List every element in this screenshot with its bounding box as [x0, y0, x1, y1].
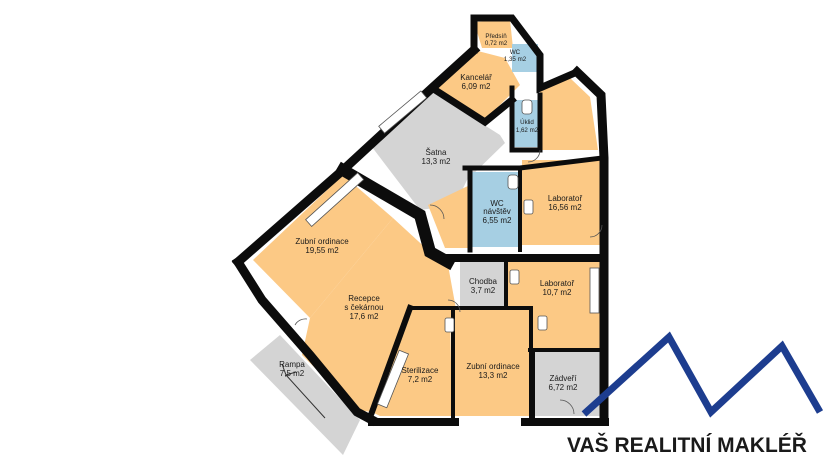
- room-hall-link-fill: [428, 185, 470, 248]
- room-area: 0,72 m2: [485, 40, 508, 47]
- room-zubni-ordinace-1-fill: [253, 175, 393, 318]
- room-laborator-1-fill: [522, 160, 602, 245]
- room-name: Laboratoř: [540, 279, 575, 288]
- room-area: 17,6 m2: [350, 312, 379, 321]
- counter-fixture: [509, 269, 520, 285]
- room-name-2: návštěv: [483, 207, 511, 216]
- door-arc: [589, 224, 603, 238]
- brand-name: VAŠ REALITNÍ MAKLÉŘ: [567, 433, 807, 457]
- room-recepce-fill: [302, 218, 458, 412]
- brand-logo: VAŠ REALITNÍ MAKLÉŘ: [567, 331, 824, 457]
- wall-top-rooms: [470, 14, 582, 94]
- counter-fixture: [589, 267, 600, 314]
- room-name: Úklid: [520, 119, 534, 126]
- door-arc: [429, 204, 445, 220]
- room-area: 1,35 m2: [504, 56, 527, 63]
- room-name: Recepce: [348, 294, 380, 303]
- room-name: WC: [510, 49, 521, 56]
- door-arc: [527, 149, 541, 163]
- room-name: Šatna: [426, 148, 447, 157]
- wall-satna-lower: [334, 161, 457, 271]
- sink-fixture: [523, 199, 534, 215]
- sink-fixture: [537, 315, 548, 331]
- walls: [231, 14, 609, 427]
- room-area: 13,3 m2: [479, 371, 508, 380]
- fixtures: [294, 90, 603, 415]
- wall-outer-bottom-diagonal: [231, 255, 379, 427]
- room-name: Zubní ordinace: [295, 237, 349, 246]
- ramp-arrow: [281, 363, 326, 419]
- wall-sterilizace-left: [368, 304, 414, 416]
- room-area: 7,5 m2: [280, 369, 305, 378]
- wall-uklid: [509, 85, 543, 153]
- room-name: Sterilizace: [402, 366, 439, 375]
- door-arc: [559, 399, 575, 415]
- room-area: 6,09 m2: [462, 82, 491, 91]
- room-name: Kancelář: [460, 73, 492, 82]
- counter-fixture: [305, 172, 365, 227]
- room-area: 3,7 m2: [471, 286, 496, 295]
- room-satna-fill: [372, 92, 505, 210]
- room-area: 7,2 m2: [408, 375, 433, 384]
- room-name: WC: [490, 199, 504, 208]
- room-name: Laboratoř: [548, 194, 583, 203]
- room-fills: [250, 20, 602, 455]
- room-area: 6,55 m2: [483, 216, 512, 225]
- room-predsin-fill: [474, 20, 513, 48]
- wall-kancelar-bottom: [427, 83, 517, 127]
- room-name: Zádveří: [549, 374, 577, 383]
- room-area: 1,62 m2: [516, 127, 539, 134]
- room-rampa-fill: [250, 335, 360, 455]
- room-name: Předsíň: [485, 33, 507, 40]
- toilet-fixture: [507, 174, 519, 190]
- room-area: 10,7 m2: [543, 288, 572, 297]
- room-area: 6,72 m2: [549, 383, 578, 392]
- counter-fixture: [378, 90, 428, 134]
- toilet-fixture: [521, 99, 533, 115]
- room-name-2: s čekárnou: [344, 303, 383, 312]
- room-name: Rampa: [279, 360, 305, 369]
- counter-fixture: [376, 349, 410, 409]
- room-name: Zubní ordinace: [466, 362, 520, 371]
- room-chodba-fill: [460, 262, 505, 307]
- room-name: Chodba: [469, 277, 498, 286]
- mountain-logo-icon: [581, 331, 824, 418]
- sink-fixture: [444, 317, 455, 333]
- door-arc: [294, 318, 308, 326]
- door-arc: [447, 299, 461, 313]
- room-zubni-ordinace-2-fill: [455, 310, 530, 416]
- room-upper-right-fill: [540, 78, 598, 150]
- room-area: 13,3 m2: [422, 157, 451, 166]
- room-area: 19,55 m2: [305, 246, 339, 255]
- room-area: 16,56 m2: [548, 203, 582, 212]
